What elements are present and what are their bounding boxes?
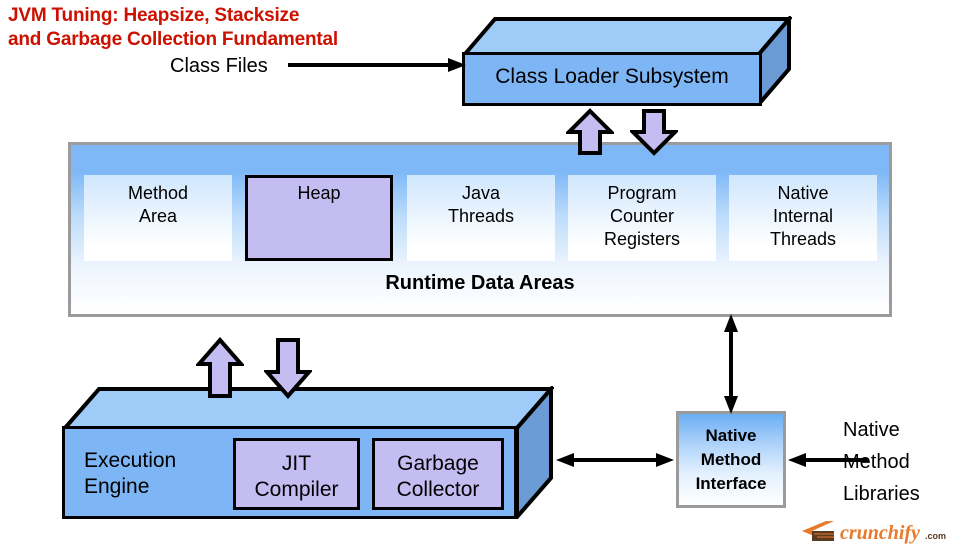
runtime-data-areas-caption: Runtime Data Areas	[385, 272, 575, 294]
rda-to-nmi-arrow	[723, 314, 739, 414]
crunchify-wordmark: crunchify	[840, 522, 920, 544]
loader-down-arrow	[630, 108, 678, 156]
class-files-to-loader-arrow	[288, 57, 466, 73]
libraries-to-nmi-arrow	[788, 452, 868, 468]
execution-engine-side-face	[480, 386, 554, 519]
rda-cell-method-area: Method Area	[84, 175, 232, 261]
class-loader-subsystem-box: Class Loader Subsystem	[462, 16, 792, 106]
page-title-line-1: JVM Tuning: Heapsize, Stacksize	[8, 5, 300, 26]
native-method-libraries-label: Native Method Libraries	[843, 419, 920, 505]
execution-engine-box: Execution Engine JIT Compiler Garbage Co…	[62, 386, 554, 519]
engine-down-arrow	[264, 337, 312, 399]
jit-compiler-box: JIT Compiler	[233, 438, 360, 510]
runtime-data-areas-panel: Method Area Heap Java Threads Program Co…	[68, 142, 892, 317]
rda-cell-java-threads: Java Threads	[407, 175, 555, 261]
native-method-interface-box: Native Method Interface	[676, 411, 786, 508]
engine-to-nmi-arrow	[556, 452, 674, 468]
rda-cell-program-counter-registers: Program Counter Registers	[568, 175, 716, 261]
loader-up-arrow	[566, 108, 614, 156]
execution-engine-title: Execution Engine	[84, 449, 177, 498]
crunchify-logo: crunchify .com	[800, 518, 952, 546]
rda-cell-native-internal-threads: Native Internal Threads	[729, 175, 877, 261]
engine-up-arrow	[196, 337, 244, 399]
garbage-collector-box: Garbage Collector	[372, 438, 504, 510]
rda-cell-heap: Heap	[245, 175, 393, 261]
crunchify-tld: .com	[925, 531, 946, 541]
class-loader-title: Class Loader Subsystem	[495, 65, 729, 88]
page-title-line-2: and Garbage Collection Fundamental	[8, 29, 338, 50]
class-loader-front-face	[462, 52, 762, 106]
page-title: JVM Tuning: Heapsize, Stacksize and Garb…	[8, 4, 428, 52]
crunchify-mark	[802, 521, 834, 541]
class-files-label: Class Files	[170, 55, 268, 77]
